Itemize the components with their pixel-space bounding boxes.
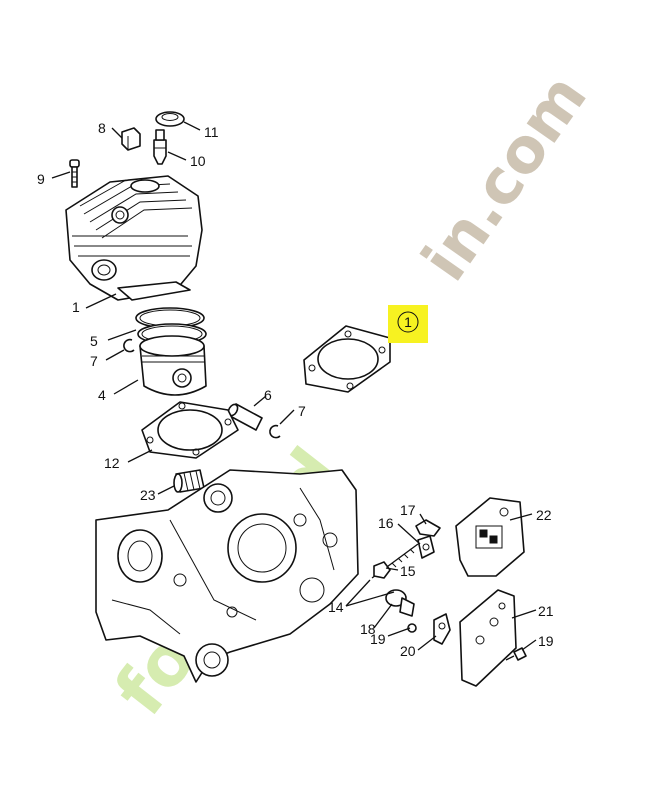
- callout-18: 18: [360, 621, 376, 637]
- callout-16: 16: [378, 515, 394, 531]
- callout-1: 1: [72, 299, 80, 315]
- crankcase[interactable]: [95, 469, 359, 683]
- highlight-label: 1: [404, 314, 412, 330]
- circlip-part-7-right[interactable]: [269, 424, 281, 439]
- valve-part-10[interactable]: [153, 129, 167, 165]
- callout-9: 9: [37, 171, 45, 187]
- callout-6: 6: [264, 387, 272, 403]
- plate-part-21[interactable]: [459, 589, 517, 687]
- callout-12: 12: [104, 455, 120, 471]
- callout-15: 15: [400, 563, 416, 579]
- piston-part-4[interactable]: [139, 335, 207, 396]
- plug-part-8[interactable]: [121, 127, 141, 151]
- watermark-grey: in.com: [407, 61, 600, 294]
- callout-7b: 7: [298, 403, 306, 419]
- callout-7a: 7: [90, 353, 98, 369]
- highlight-box: [388, 305, 428, 343]
- plate-part-22[interactable]: [455, 497, 525, 577]
- callout-17: 17: [400, 502, 416, 518]
- highlight-badge[interactable]: 1: [388, 305, 428, 343]
- nut-part-15[interactable]: [373, 561, 391, 579]
- base-gasket-part-12[interactable]: [141, 401, 239, 459]
- screw-part-9[interactable]: [69, 159, 80, 188]
- callout-5: 5: [90, 333, 98, 349]
- callout-19a: 19: [370, 631, 386, 647]
- cap-part-11[interactable]: [155, 111, 185, 127]
- screw-part-19-right[interactable]: [505, 647, 527, 661]
- callout-10: 10: [190, 153, 206, 169]
- callout-19b: 19: [538, 633, 554, 649]
- callout-14: 14: [328, 599, 344, 615]
- callout-4: 4: [98, 387, 106, 403]
- clip-part-20[interactable]: [433, 613, 451, 645]
- callout-22: 22: [536, 507, 552, 523]
- callout-21: 21: [538, 603, 554, 619]
- callout-23: 23: [140, 487, 156, 503]
- highlight-circle: [397, 311, 419, 333]
- piston-pin-part-6[interactable]: [227, 403, 263, 431]
- lever-part-17[interactable]: [415, 519, 441, 537]
- cylinder-part-1[interactable]: [65, 175, 203, 301]
- screw-part-19-left[interactable]: [407, 623, 417, 633]
- callout-8: 8: [98, 120, 106, 136]
- leader-lines: [51, 121, 537, 651]
- callout-20: 20: [400, 643, 416, 659]
- callout-11: 11: [204, 124, 219, 140]
- circlip-part-7-left[interactable]: [123, 338, 135, 353]
- adjuster-part-18[interactable]: [385, 589, 415, 617]
- callout-labels: 8 11 9 10 1 5 7 4 6 7 12 23 17 22 16 15 …: [37, 120, 554, 659]
- needle-cage-part-23[interactable]: [173, 469, 205, 493]
- bracket-part-16[interactable]: [417, 535, 435, 559]
- cylinder-gasket[interactable]: [303, 325, 391, 393]
